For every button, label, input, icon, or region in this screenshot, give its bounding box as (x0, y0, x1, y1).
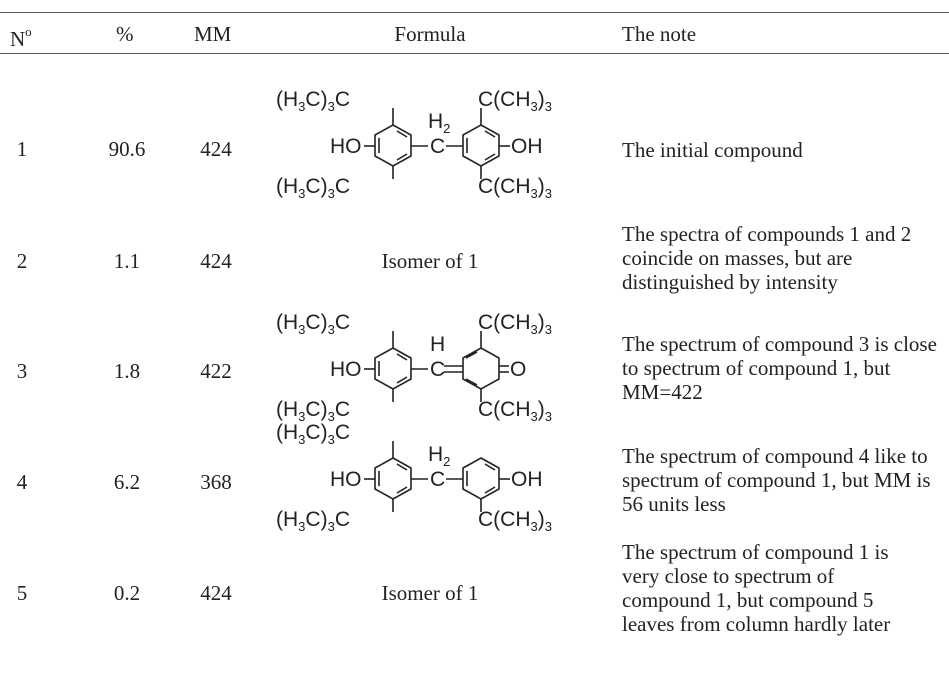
structure-drawing: (H3C)3C HO (H3C)3C H C O C(CH3)3 C(CH3)3 (276, 311, 552, 424)
row-number: 2 (16, 249, 28, 273)
table-top-rule (0, 12, 949, 13)
structure-compound-1: (H3C)3C HO (H3C)3C H2 C OH C(CH3)3 C(CH3… (268, 80, 598, 201)
svg-text:H: H (430, 333, 445, 356)
svg-text:H2: H2 (428, 443, 450, 469)
svg-text:HO: HO (330, 468, 362, 491)
row-formula-text: Isomer of 1 (381, 249, 479, 273)
header-percent: % (116, 22, 134, 46)
row-percent: 90.6 (108, 137, 146, 161)
row-note: The spectra of compounds 1 and 2 coincid… (622, 222, 912, 294)
row-note: The spectrum of compound 4 like to spect… (622, 444, 931, 516)
svg-text:(H3C)3C: (H3C)3C (276, 508, 350, 534)
row-percent: 0.2 (113, 581, 141, 605)
header-formula: Formula (394, 22, 466, 46)
svg-text:HO: HO (330, 135, 362, 158)
row-mm: 424 (200, 249, 232, 273)
header-mm: MM (194, 22, 232, 46)
svg-text:C(CH3)3: C(CH3)3 (478, 175, 552, 201)
svg-text:(H3C)3C: (H3C)3C (276, 398, 350, 424)
row-number: 5 (16, 581, 28, 605)
structure-drawing: (H3C)3C HO (H3C)3C H2 C OH C(CH3)3 (276, 421, 552, 534)
svg-text:(H3C)3C: (H3C)3C (276, 311, 350, 337)
svg-text:HO: HO (330, 358, 362, 381)
row-note: The spectrum of compound 3 is close to s… (622, 332, 937, 404)
svg-text:(H3C)3C: (H3C)3C (276, 175, 350, 201)
structure-compound-4: (H3C)3C HO (H3C)3C H2 C OH C(CH3)3 (268, 413, 598, 534)
row-mm: 424 (200, 581, 232, 605)
row-number: 1 (16, 137, 28, 161)
svg-text:OH: OH (511, 468, 543, 491)
svg-text:O: O (510, 358, 526, 381)
row-mm: 422 (200, 359, 232, 383)
row-number: 4 (16, 470, 28, 494)
svg-text:C(CH3)3: C(CH3)3 (478, 311, 552, 337)
header-note: The note (622, 22, 697, 46)
row-number: 3 (16, 359, 28, 383)
svg-text:C(CH3)3: C(CH3)3 (478, 88, 552, 114)
structure-compound-3: (H3C)3C HO (H3C)3C H C O C(CH3)3 C(CH3)3 (268, 303, 598, 424)
table-header-rule (0, 53, 949, 54)
row-mm: 368 (200, 470, 232, 494)
svg-text:H2: H2 (428, 110, 450, 136)
svg-text:OH: OH (511, 135, 543, 158)
svg-text:C(CH3)3: C(CH3)3 (478, 398, 552, 424)
row-note: The initial compound (622, 138, 803, 162)
row-formula-text: Isomer of 1 (381, 581, 479, 605)
row-percent: 1.1 (113, 249, 141, 273)
svg-text:(H3C)3C: (H3C)3C (276, 88, 350, 114)
svg-text:C(CH3)3: C(CH3)3 (478, 508, 552, 534)
header-number: No (10, 24, 32, 51)
svg-text:C: C (430, 358, 445, 381)
row-mm: 424 (200, 137, 232, 161)
svg-text:(H3C)3C: (H3C)3C (276, 421, 350, 447)
row-percent: 1.8 (113, 359, 141, 383)
structure-drawing: (H3C)3C HO (H3C)3C H2 C OH C(CH3)3 C(CH3… (276, 88, 552, 201)
svg-text:C: C (430, 135, 445, 158)
row-percent: 6.2 (113, 470, 141, 494)
row-note: The spectrum of compound 1 is very close… (622, 540, 891, 636)
svg-text:C: C (430, 468, 445, 491)
